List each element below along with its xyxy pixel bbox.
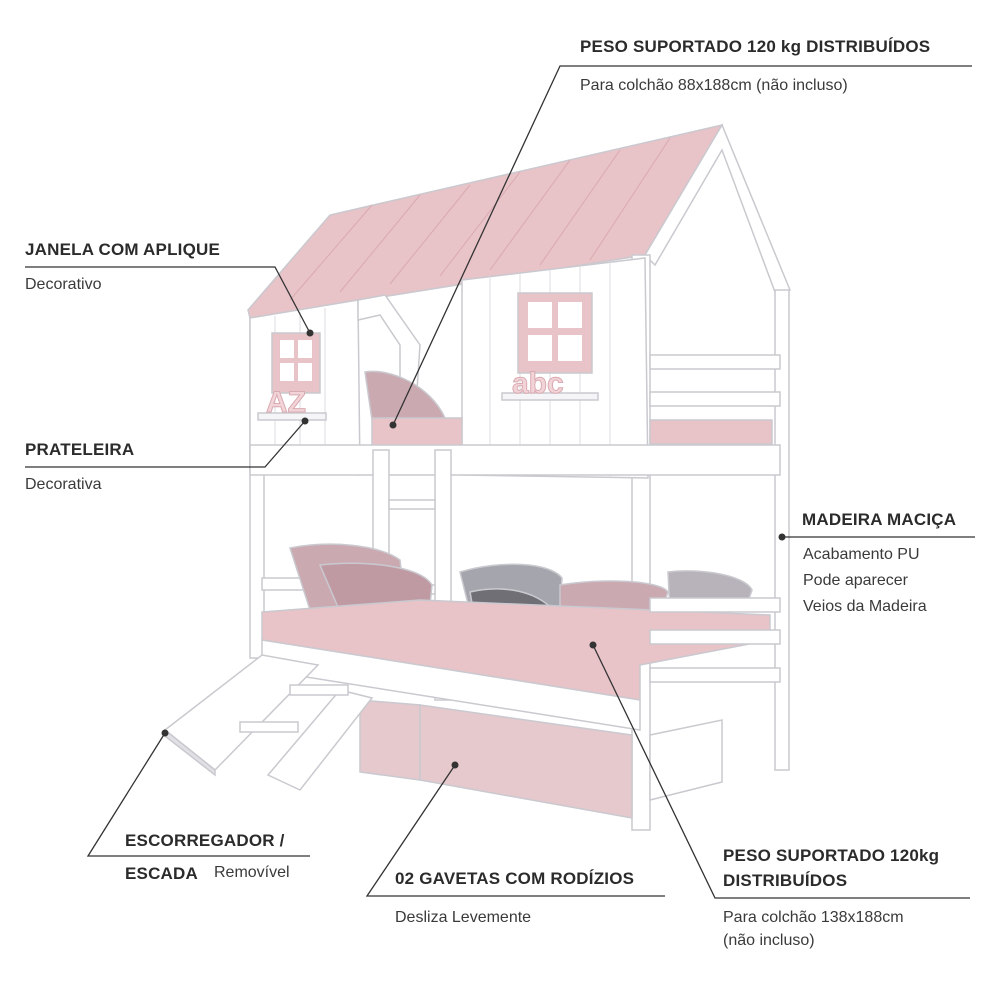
window-title: JANELA COM APLIQUE (25, 240, 221, 259)
slide-stairs (266, 689, 374, 791)
top-mattress (371, 417, 463, 447)
leader-top-bed (392, 65, 972, 426)
wood-line-2: Pode aparecer (803, 572, 908, 589)
slide-subtitle: Removível (214, 864, 290, 881)
dot-slide (161, 729, 169, 737)
left-shelf (257, 412, 327, 421)
bottom-rail-3 (649, 667, 781, 683)
drawers-subtitle: Desliza Levemente (395, 909, 532, 926)
slide-title-line2: ESCADA (125, 864, 198, 883)
leader-window (25, 266, 311, 334)
bottom-rail-2 (649, 629, 781, 645)
bottom-bed-title-line1: PESO SUPORTADO 120kg (723, 846, 940, 865)
wood-line-3: Veios da Madeira (803, 598, 927, 615)
top-pillow (364, 370, 447, 421)
drawer-side (649, 719, 723, 801)
leader-bottom-bed (592, 644, 970, 899)
drawers-title: 02 GAVETAS COM RODÍZIOS (395, 869, 635, 888)
top-mattress-right (649, 419, 773, 445)
window-subtitle: Decorativo (25, 276, 102, 293)
top-rail-2 (649, 391, 781, 407)
leader-slide (86, 732, 310, 857)
left-window-letters: AZ (266, 386, 306, 419)
wood-title: MADEIRA MACIÇA (802, 510, 957, 529)
bottom-bed-title-line2: DISTRIBUÍDOS (723, 871, 848, 890)
ladder-rung-1 (388, 499, 436, 510)
dot-drawers (451, 761, 459, 769)
roof-planks (289, 137, 671, 301)
dot-window (306, 329, 314, 337)
right-shelf (501, 392, 599, 401)
slide-step-1 (289, 684, 349, 696)
drawer-left (359, 699, 421, 781)
top-rail-1 (649, 354, 781, 370)
dot-shelf (301, 417, 309, 425)
dot-top-bed (389, 421, 397, 429)
top-bed-subtitle: Para colchão 88x188cm (não incluso) (580, 77, 848, 94)
bottom-pillow-left-2 (318, 562, 433, 613)
right-window-letters: abc (512, 367, 564, 400)
bottom-bed-subtitle-line2: (não incluso) (723, 932, 815, 949)
leader-drawers (365, 764, 665, 897)
top-bed-title: PESO SUPORTADO 120 kg DISTRIBUÍDOS (580, 37, 931, 56)
post-front-right (774, 289, 790, 771)
wood-line-1: Acabamento PU (803, 546, 920, 563)
bottom-rail-1 (649, 597, 781, 613)
slide-step-2 (239, 721, 299, 733)
shelf-title: PRATELEIRA (25, 440, 135, 459)
leader-lines (25, 65, 975, 899)
top-frame-beam (249, 444, 781, 476)
left-window-frame (271, 332, 321, 394)
dot-bottom-bed (589, 641, 597, 649)
slide-title-line1: ESCORREGADOR / (125, 831, 285, 850)
drawer-right (419, 704, 633, 819)
bed-drawing: AZ abc (163, 123, 792, 831)
leader-shelf (25, 420, 306, 468)
dot-wood (778, 533, 786, 541)
bottom-bed-subtitle-line1: Para colchão 138x188cm (723, 909, 904, 926)
shelf-subtitle: Decorativa (25, 476, 102, 493)
